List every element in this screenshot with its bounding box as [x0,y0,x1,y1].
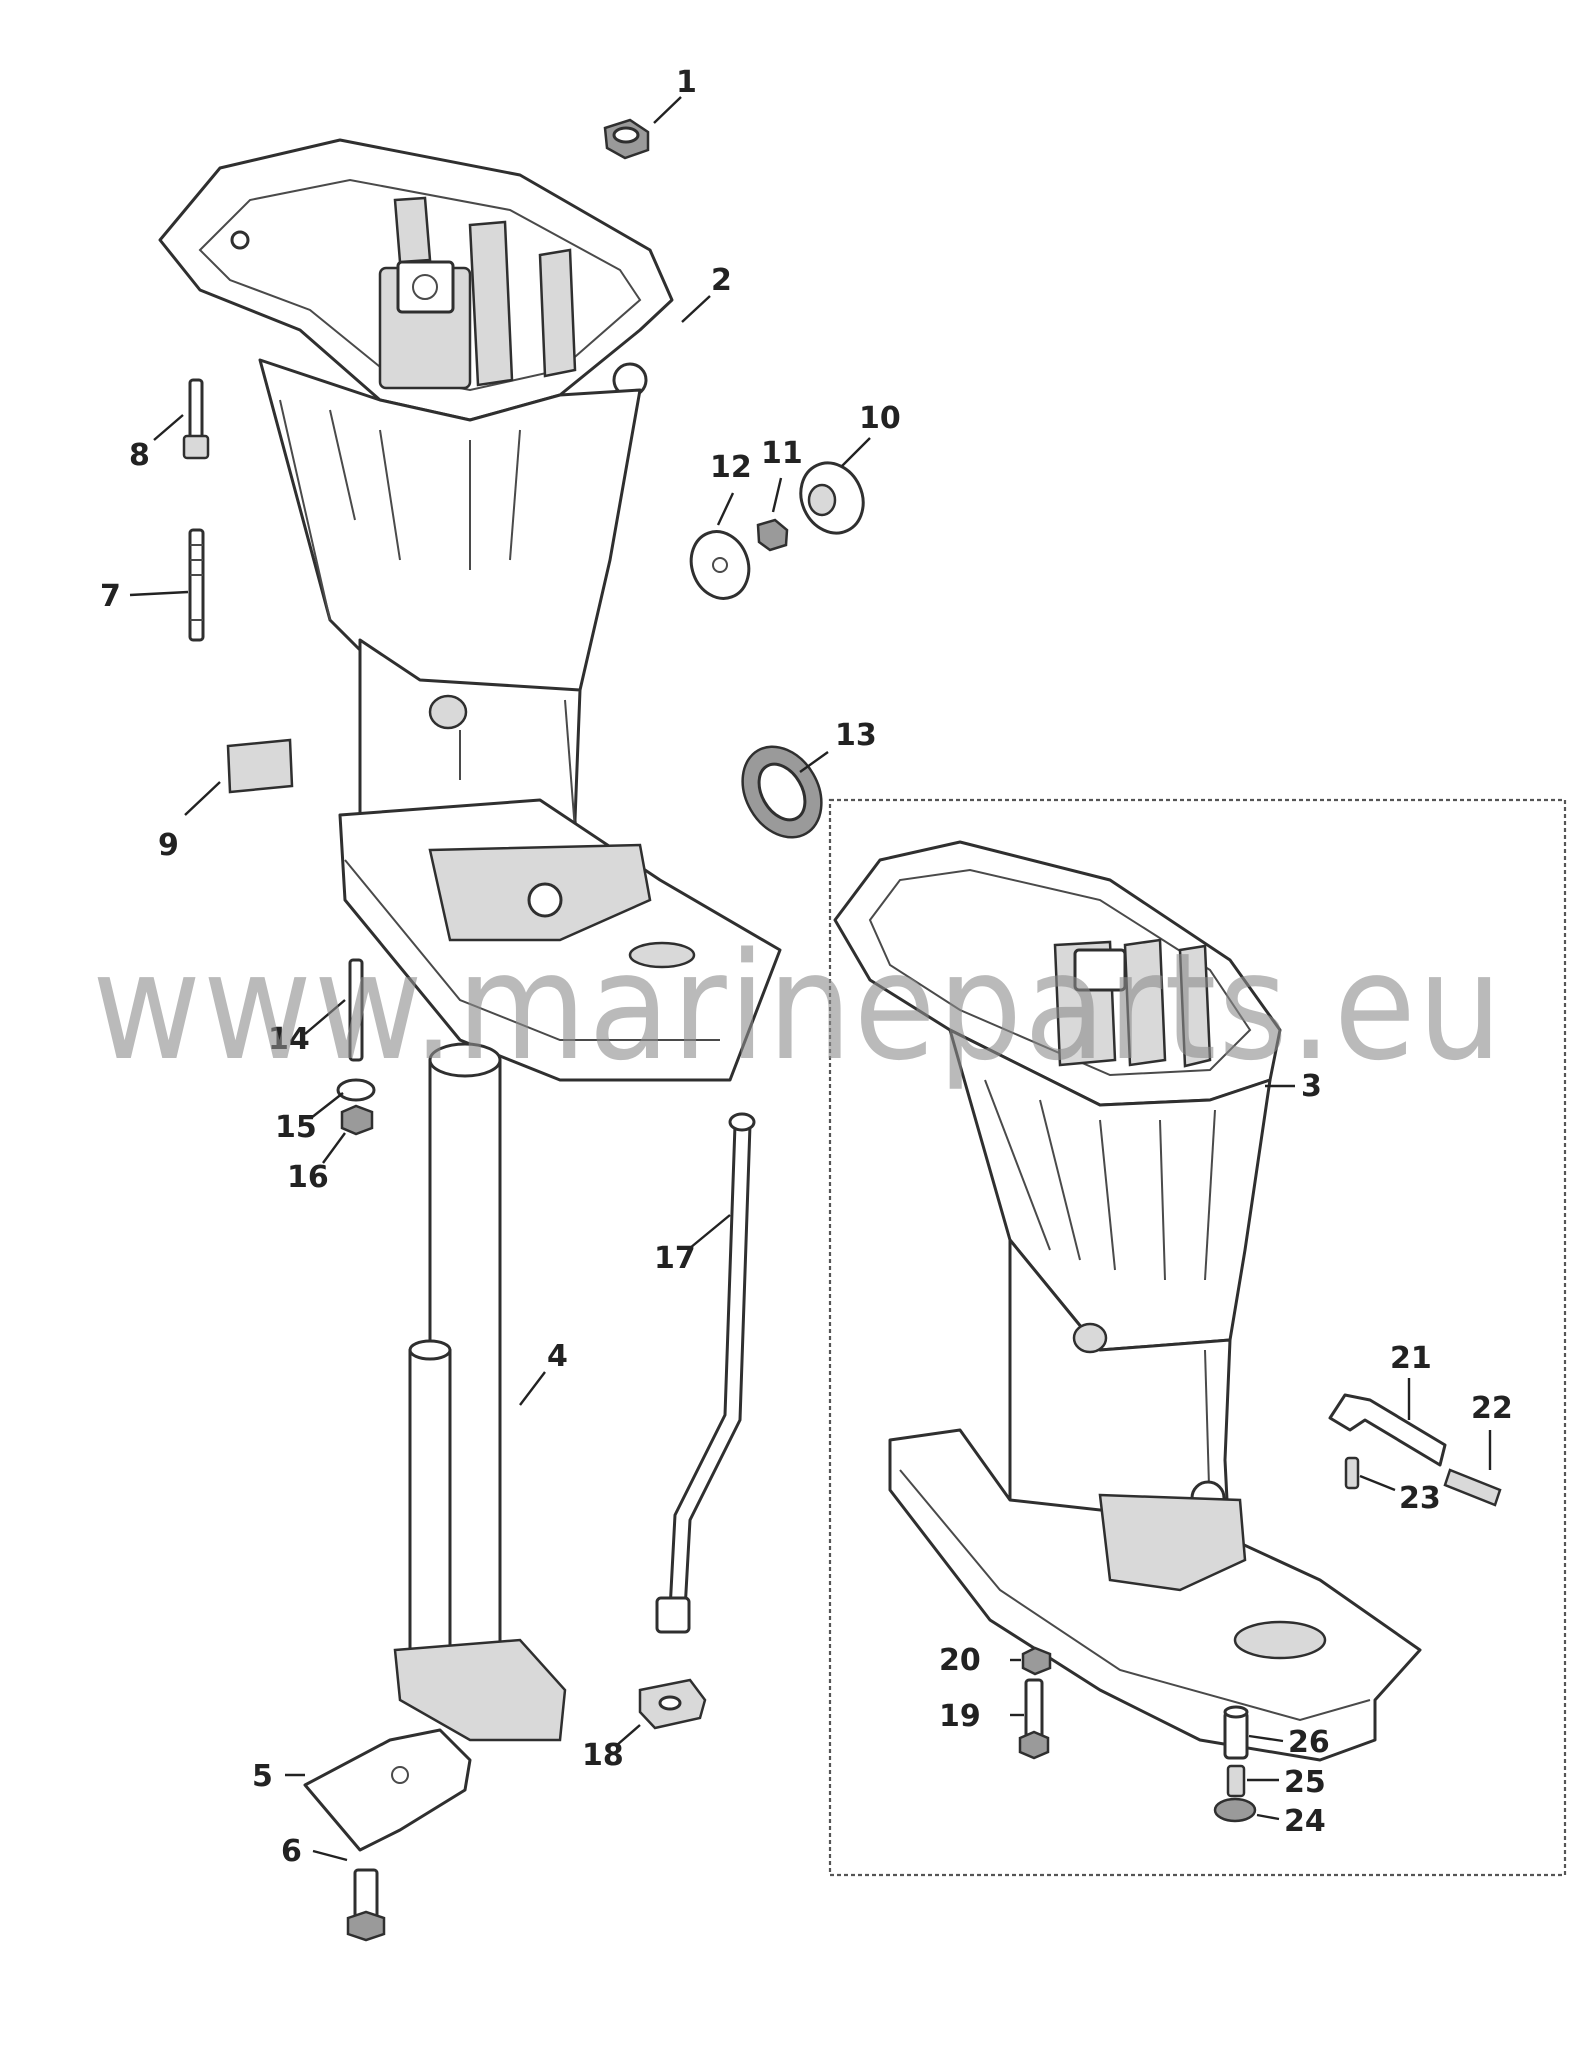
callout-2: 2 [711,263,732,298]
callout-21: 21 [1390,1341,1432,1376]
inset-frame [828,798,1567,1877]
seal-part-13 [741,745,823,839]
callout-4: 4 [547,1339,568,1374]
washer-part-24 [1213,1797,1257,1823]
washer-part-15 [336,1078,376,1102]
grommet-part-10 [799,461,865,535]
callout-16: 16 [287,1160,329,1195]
nut-part-16 [340,1104,374,1136]
callout-6: 6 [281,1834,302,1869]
callout-15: 15 [275,1110,317,1145]
callout-3: 3 [1301,1069,1322,1104]
callout-labels: 1 2 3 4 5 6 7 8 9 10 11 12 13 14 15 16 1… [100,65,1513,1869]
callout-8: 8 [129,438,150,473]
callout-18: 18 [582,1738,624,1773]
callout-12: 12 [710,450,752,485]
callout-24: 24 [1284,1804,1326,1839]
plate-part-5 [303,1728,472,1852]
watermark-text: www.marineparts.eu [92,921,1504,1093]
washer-part-12 [689,530,751,600]
callout-25: 25 [1284,1765,1326,1800]
callout-10: 10 [859,401,901,436]
fitting-part-22 [1443,1468,1502,1507]
bolt-part-19 [1018,1678,1050,1760]
stud-part-7 [188,528,205,642]
callout-13: 13 [835,718,877,753]
grommet-part-18 [638,1678,707,1730]
callout-23: 23 [1399,1481,1441,1516]
leader-lines [129,96,1492,1862]
tube-part-4 [393,1042,567,1742]
nut-part-1 [603,118,650,160]
callout-11: 11 [761,436,803,471]
callout-1: 1 [676,65,697,100]
decal-part-9 [226,738,294,794]
callout-17: 17 [654,1241,696,1276]
tube-part-21 [1328,1393,1447,1467]
nut-part-20 [1021,1646,1052,1676]
callout-19: 19 [939,1699,981,1734]
water-tube-part-17 [655,1112,756,1634]
callout-14: 14 [268,1022,310,1057]
nut-part-11 [756,518,789,552]
callout-9: 9 [158,828,179,863]
driveshaft-housing-main [158,138,782,1082]
bolt-part-8 [182,378,210,460]
callout-26: 26 [1288,1725,1330,1760]
callout-7: 7 [100,579,121,614]
callout-22: 22 [1471,1391,1513,1426]
callout-20: 20 [939,1643,981,1678]
screw-part-25 [1226,1764,1246,1798]
sleeve-part-26 [1223,1705,1249,1760]
screw-part-23 [1344,1456,1360,1490]
stud-part-14 [348,958,364,1062]
driveshaft-housing-inset [833,840,1422,1762]
bolt-part-6 [346,1868,386,1942]
callout-5: 5 [252,1759,273,1794]
